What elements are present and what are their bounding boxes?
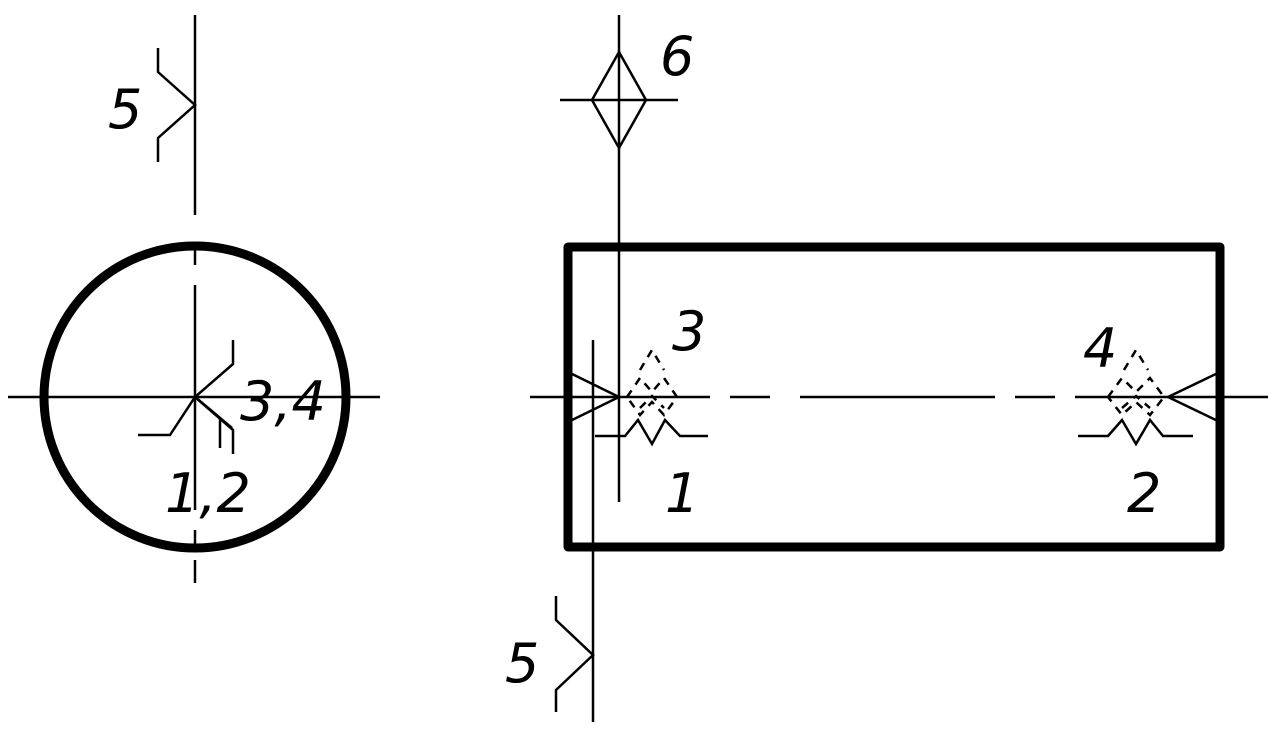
right-center-dashed-rhombus	[1106, 376, 1166, 417]
datum-symbol-5-left	[156, 48, 197, 162]
fixture-symbol-6	[590, 49, 648, 151]
left-view	[8, 15, 380, 583]
datum-symbol-5-front	[554, 596, 595, 712]
right-center-arrow	[1165, 370, 1221, 424]
left-center-arrow	[567, 370, 622, 424]
right-center-dashed-inner	[1121, 394, 1151, 409]
label-left-chuck: 1	[665, 462, 699, 525]
left-chuck-zigzag	[595, 417, 708, 447]
label-base-front-view: 5	[505, 632, 539, 695]
left-center-dashed-rhombus	[625, 375, 679, 417]
chuck-symbol-1-2	[138, 395, 222, 448]
label-left-center: 3	[672, 300, 706, 363]
label-right-chuck: 2	[1127, 462, 1161, 525]
right-center-dashed-top	[1122, 347, 1150, 371]
label-right-center: 4	[1083, 317, 1117, 380]
label-left-view-center-holes: 3,4	[240, 370, 326, 433]
right-chuck-zigzag	[1078, 417, 1193, 447]
label-left-view-chucks: 1,2	[165, 462, 251, 525]
label-center-axis: 6	[660, 25, 694, 88]
chuck-symbol-1-2-tick	[194, 396, 233, 429]
left-center-dashed-inner	[639, 394, 665, 409]
left-center-dashed-top	[638, 347, 666, 371]
label-base-left-view: 5	[108, 78, 142, 141]
front-view	[530, 15, 1268, 722]
